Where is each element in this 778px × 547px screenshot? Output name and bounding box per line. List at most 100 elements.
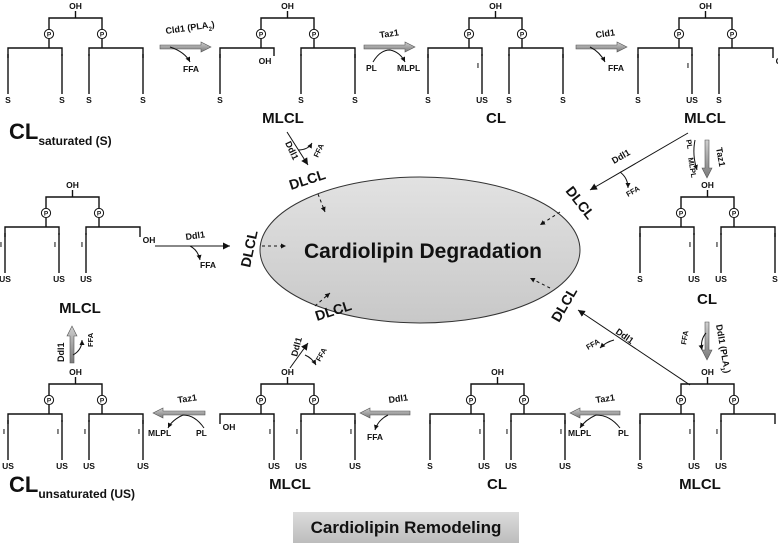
phosphate-icon — [255, 394, 267, 406]
phosphate-icon — [463, 28, 475, 40]
phosphate-label: P — [732, 211, 737, 218]
svg-text:Cld1: Cld1 — [595, 27, 616, 40]
unsaturated-label: US — [56, 461, 68, 471]
phosphate-label: P — [677, 32, 682, 39]
glycerol-bond — [300, 413, 356, 424]
saturated-label: S — [716, 95, 722, 105]
svg-text:FFA: FFA — [367, 432, 383, 442]
svg-text:DLCL: DLCL — [563, 183, 599, 223]
backbone-bond — [48, 383, 103, 395]
hydroxyl-label: OH — [699, 1, 712, 11]
reaction-ddl1-bottom: Ddl1 FFA — [359, 392, 411, 442]
phosphate-icon — [465, 394, 477, 406]
svg-text:FFA: FFA — [608, 63, 624, 73]
unsaturated-label: US — [349, 461, 361, 471]
svg-text:FFA: FFA — [585, 337, 602, 352]
svg-text:FFA: FFA — [200, 260, 216, 270]
phosphate-icon — [518, 394, 530, 406]
unsaturation-mark: I — [479, 429, 481, 436]
svg-text:PL: PL — [366, 63, 377, 73]
svg-text:Ddl1 (PLA1): Ddl1 (PLA1) — [711, 324, 732, 375]
saturated-label: S — [140, 95, 146, 105]
unsaturated-label: US — [715, 461, 727, 471]
unsaturation-mark: I — [716, 429, 718, 436]
svg-text:MLPL: MLPL — [397, 63, 420, 73]
backbone-bond — [680, 196, 735, 208]
unsaturated-label: US — [53, 274, 65, 284]
glycerol-bond — [7, 47, 63, 58]
glycerol-bond — [508, 47, 564, 58]
phosphate-icon — [675, 394, 687, 406]
glycerol-bond — [88, 413, 144, 424]
unsaturation-mark: I — [506, 429, 508, 436]
unsaturated-label: US — [686, 95, 698, 105]
phosphate-icon — [675, 207, 687, 219]
hydroxyl-label: OH — [491, 367, 504, 377]
svg-text:Taz1: Taz1 — [595, 392, 616, 405]
unsaturation-mark: I — [716, 242, 718, 249]
unsaturation-mark: I — [350, 429, 352, 436]
glycerol-bond — [219, 47, 275, 58]
reaction-cld1-top: Cld1 FFA — [575, 27, 628, 73]
hydroxyl-label: OH — [281, 367, 294, 377]
saturated-label: S — [560, 95, 566, 105]
unsaturated-label: US — [505, 461, 517, 471]
label-mlcl-left: MLCL — [59, 300, 101, 317]
phosphate-label: P — [47, 398, 52, 405]
unsaturated-label: US — [476, 95, 488, 105]
phosphate-icon — [255, 28, 267, 40]
saturated-label: S — [86, 95, 92, 105]
glycerol-bond — [639, 413, 695, 424]
svg-text:PL: PL — [196, 428, 207, 438]
svg-text:Taz1: Taz1 — [714, 147, 727, 168]
glycerol-bond — [427, 47, 483, 58]
phosphate-icon — [308, 28, 320, 40]
phosphate-icon — [40, 207, 52, 219]
phosphate-label: P — [522, 398, 527, 405]
glycerol-bond — [4, 226, 60, 237]
hydroxyl-label: OH — [66, 180, 79, 190]
phosphate-icon — [673, 28, 685, 40]
glycerol-bond — [219, 413, 275, 424]
phosphate-label: P — [312, 398, 317, 405]
unsaturated-label: US — [2, 461, 14, 471]
hydroxyl-label: OH — [489, 1, 502, 11]
phosphate-label: P — [469, 398, 474, 405]
backbone-bond — [260, 383, 315, 395]
svg-text:Ddl1: Ddl1 — [283, 140, 300, 162]
unsaturated-label: US — [295, 461, 307, 471]
unsaturation-mark: I — [477, 63, 479, 70]
glycerol-bond — [718, 47, 774, 58]
glycerol-bond — [88, 47, 144, 58]
saturated-label: S — [637, 274, 643, 284]
saturated-label: S — [506, 95, 512, 105]
unsaturated-label: US — [688, 461, 700, 471]
unsaturation-mark: I — [0, 242, 2, 249]
saturated-label: S — [217, 95, 223, 105]
degradation-from-mlcl-left: Ddl1 FFA DLCL — [155, 228, 286, 270]
backbone-bond — [468, 17, 523, 29]
phosphate-icon — [43, 28, 55, 40]
svg-text:Ddl1: Ddl1 — [388, 392, 409, 405]
phosphate-icon — [726, 28, 738, 40]
backbone-bond — [470, 383, 525, 395]
unsaturated-label: US — [83, 461, 95, 471]
label-cl-unsaturated: CLunsaturated (US) — [9, 472, 135, 501]
unsaturation-mark: I — [296, 429, 298, 436]
degradation-from-mlcl-bottom-right: Ddl1 FFA DLCL — [529, 277, 691, 386]
unsaturated-label: US — [137, 461, 149, 471]
phosphate-icon — [728, 394, 740, 406]
reaction-taz1-bottom-right: Taz1 PL MLPL — [568, 392, 629, 438]
label-cl-right: CL — [697, 291, 717, 308]
svg-text:Ddl1: Ddl1 — [610, 147, 632, 165]
hydroxyl-label: OH — [223, 422, 236, 432]
saturated-label: S — [772, 274, 778, 284]
unsaturated-label: US — [688, 274, 700, 284]
